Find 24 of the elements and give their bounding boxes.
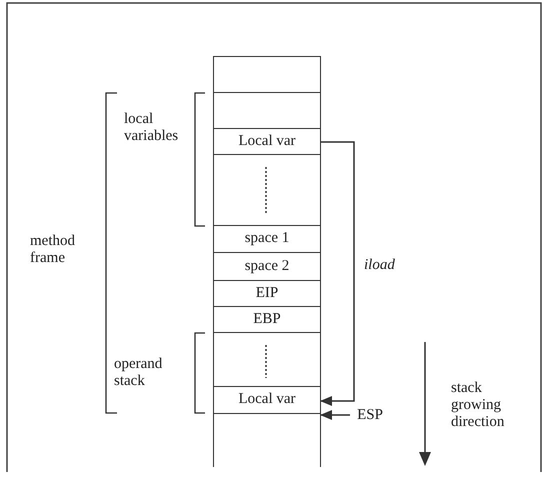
- cell-text: Local var: [238, 391, 296, 408]
- stack-cell: [213, 332, 321, 386]
- stack-cell: [213, 224, 321, 252]
- annotation-label: stack growing direction: [451, 380, 506, 431]
- stack-cell: [213, 92, 321, 128]
- stack-cell: [213, 56, 321, 92]
- stack-cell: [213, 280, 321, 306]
- cell-text: EIP: [256, 284, 278, 302]
- stack-cell: [213, 306, 321, 332]
- cell-text: space 2: [244, 258, 290, 274]
- stack-cell: [213, 128, 321, 154]
- arrow: [320, 141, 355, 406]
- cell-text: space 1: [244, 230, 290, 247]
- stack-cell: [213, 412, 321, 466]
- annotation-label: local variables: [124, 111, 180, 145]
- annotation-label: method frame: [30, 233, 76, 267]
- stack-cell: [213, 386, 321, 414]
- annotation-label: operand stack: [114, 356, 164, 390]
- register-label: ESP: [357, 406, 383, 424]
- stack-cell: [213, 154, 321, 226]
- cell-text: Local var: [238, 132, 296, 150]
- stack-cell: [213, 252, 321, 280]
- arrow: [320, 410, 350, 420]
- cell-text: EBP: [253, 310, 281, 328]
